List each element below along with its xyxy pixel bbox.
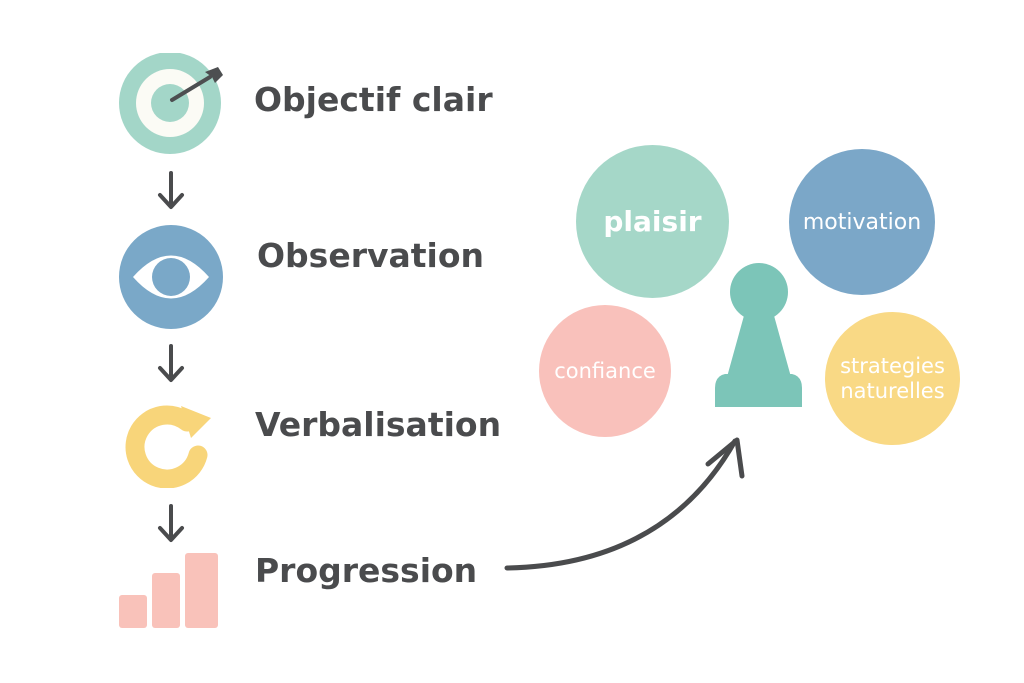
bar-chart-icon [119,553,218,628]
bar-small [119,595,147,628]
step-label-observation: Observation [257,236,485,275]
bubble-label: motivation [802,209,922,235]
eye-icon [119,225,223,329]
bubble-label-line2: naturelles [840,378,945,403]
bubble-label: plaisir [603,205,702,238]
down-arrow-icon [158,504,184,542]
bubble-strategies-naturelles: strategies naturelles [825,312,960,445]
curved-arrow-icon [504,437,745,571]
pawn-icon [715,263,802,407]
bar-medium [152,573,180,628]
target-icon [119,53,223,154]
down-arrow-icon [158,344,184,382]
refresh-icon [125,405,211,488]
bubble-plaisir: plaisir [576,145,729,298]
bubble-label-line1: strategies [840,353,945,378]
bubble-motivation: motivation [789,149,935,295]
bubble-confiance: confiance [539,305,671,437]
step-label-objectif: Objectif clair [254,80,493,119]
bubble-label: confiance [554,359,656,383]
down-arrow-icon [158,171,184,209]
bar-large [185,553,218,628]
step-label-verbalisation: Verbalisation [255,405,502,444]
step-label-progression: Progression [255,551,478,590]
